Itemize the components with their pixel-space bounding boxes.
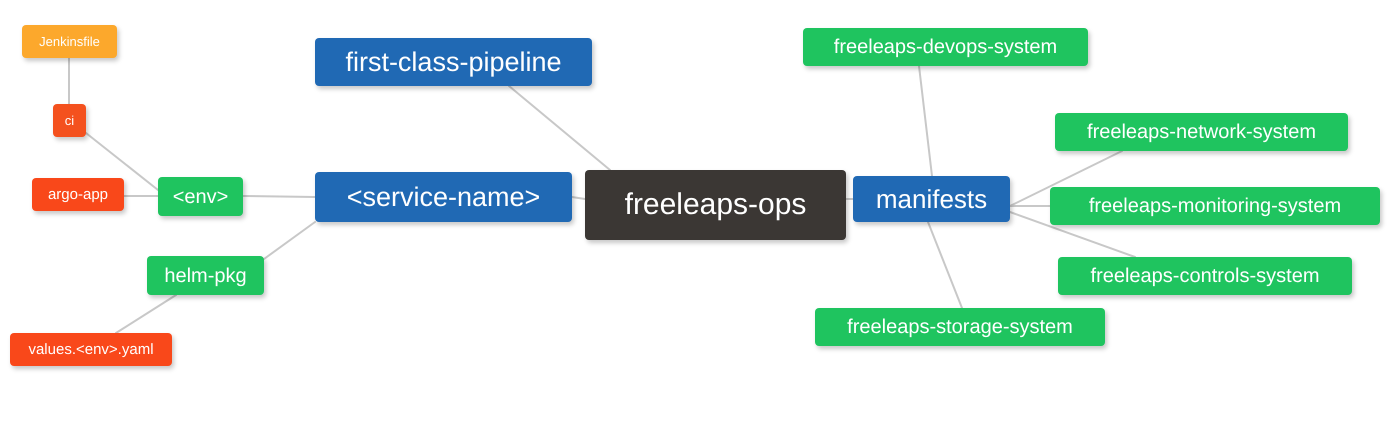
node-first-class-pipeline[interactable]: first-class-pipeline [315,38,592,86]
edge-first-class-pipeline-to-freeleaps-ops [508,85,611,171]
node-label-freeleaps-storage-system: freeleaps-storage-system [847,316,1073,338]
node-freeleaps-ops[interactable]: freeleaps-ops [585,170,846,240]
node-freeleaps-monitoring-system[interactable]: freeleaps-monitoring-system [1050,187,1380,225]
node-freeleaps-storage-system[interactable]: freeleaps-storage-system [815,308,1105,346]
edge-service-name-to-helm-pkg [263,221,316,260]
node-label-env: <env> [172,185,229,208]
node-jenkinsfile[interactable]: Jenkinsfile [22,25,117,58]
node-ci[interactable]: ci [53,104,86,137]
node-argo-app[interactable]: argo-app [32,178,124,211]
node-label-freeleaps-devops-system: freeleaps-devops-system [833,36,1058,58]
node-label-first-class-pipeline: first-class-pipeline [345,46,562,77]
node-label-freeleaps-ops: freeleaps-ops [624,188,807,221]
node-freeleaps-controls-system[interactable]: freeleaps-controls-system [1058,257,1352,295]
node-helm-pkg[interactable]: helm-pkg [147,256,264,295]
node-label-freeleaps-monitoring-system: freeleaps-monitoring-system [1088,195,1342,217]
node-manifests[interactable]: manifests [853,176,1010,222]
edge-helm-pkg-to-values-yaml [115,294,177,334]
node-env[interactable]: <env> [158,177,243,216]
node-label-values-yaml: values.<env>.yaml [28,341,154,358]
node-label-manifests: manifests [875,184,988,214]
edge-manifests-to-freeleaps-devops-system [918,65,933,177]
edge-manifests-to-freeleaps-storage-system [927,221,963,309]
node-label-jenkinsfile: Jenkinsfile [39,34,100,49]
edge-service-name-to-freeleaps-ops [571,196,586,200]
node-label-argo-app: argo-app [47,186,109,203]
node-freeleaps-devops-system[interactable]: freeleaps-devops-system [803,28,1088,66]
node-label-service-name: <service-name> [346,181,541,212]
node-label-helm-pkg: helm-pkg [164,264,247,287]
node-values-yaml[interactable]: values.<env>.yaml [10,333,172,366]
node-label-freeleaps-controls-system: freeleaps-controls-system [1090,265,1320,287]
node-freeleaps-network-system[interactable]: freeleaps-network-system [1055,113,1348,151]
node-service-name[interactable]: <service-name> [315,172,572,222]
node-label-freeleaps-network-system: freeleaps-network-system [1087,121,1316,143]
node-label-ci: ci [64,113,75,128]
edge-env-to-service-name [242,195,316,198]
